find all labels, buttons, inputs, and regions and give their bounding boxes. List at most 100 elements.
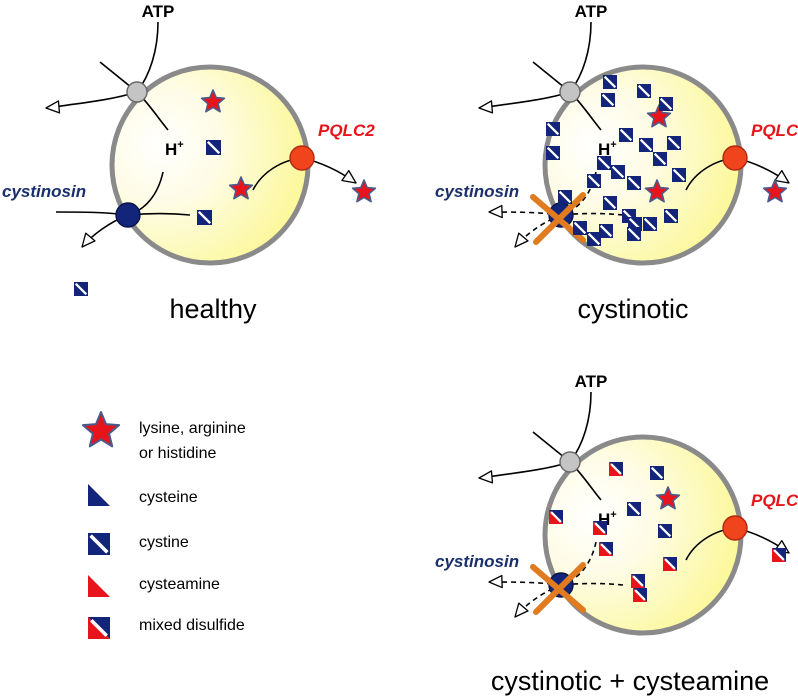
cystine-icon: [558, 190, 572, 204]
cystine-icon: [611, 165, 625, 179]
legend-label: mixed disulfide: [139, 617, 245, 634]
mixed-disulfide-icon: [633, 588, 647, 602]
atpase-pump: [559, 451, 581, 473]
pqlc2-transporter: [722, 515, 748, 541]
cystinosin-label: cystinosin: [2, 182, 86, 201]
blocked-x-icon: [530, 562, 586, 615]
mixed-disulfide-icon: [663, 557, 677, 571]
cystinosin-proton-line: [560, 171, 597, 216]
arrowhead-icon: [478, 100, 494, 114]
cystine-icon: [573, 221, 587, 235]
arrowhead-icon: [514, 602, 529, 618]
pqlc2-label: PQLC2: [751, 491, 798, 510]
pqlc2-label: PQLC2: [318, 121, 375, 140]
pqlc2-transporter: [722, 145, 748, 171]
cystine-icon: [664, 209, 678, 223]
atp-label: ATP: [575, 2, 608, 21]
cystine-icon: [597, 156, 611, 170]
cystine-icon: [599, 224, 613, 238]
legend-label: cysteamine: [139, 576, 220, 593]
star-icon: [81, 411, 121, 448]
mixed-disulfide-icon: [631, 574, 645, 588]
amino-acid-star-icon: [646, 104, 672, 128]
legend-label: lysine, arginine: [139, 420, 246, 437]
arrowhead-icon: [478, 470, 494, 484]
pump-out-line: [478, 461, 571, 479]
cystine-icon: [667, 136, 681, 150]
arrowhead-icon: [341, 169, 357, 184]
atp-label: ATP: [575, 372, 608, 391]
legend: lysine, arginine or histidine cysteine cyst…: [81, 411, 246, 639]
legend-label: or histidine: [139, 445, 216, 462]
amino-acid-star-icon: [351, 179, 377, 203]
proton-charge: +: [177, 139, 183, 151]
amino-acid-star-icon: [762, 179, 788, 203]
arrowhead-icon: [488, 204, 503, 219]
pump-out-line: [478, 91, 571, 109]
arrowhead-icon: [774, 169, 790, 184]
legend-item: lysine, arginine or histidine: [81, 411, 246, 462]
cystine-icon: [637, 84, 651, 98]
cystine-icon: [74, 282, 88, 296]
cystine-icon: [627, 502, 641, 516]
cystine-icon: [546, 146, 560, 160]
amino-acid-star-icon: [655, 486, 681, 510]
pump-out-line: [45, 91, 138, 109]
amino-acid-star-icon: [644, 179, 670, 203]
cystine-icon: [601, 93, 615, 107]
cystine-icon: [650, 466, 664, 480]
cystine-icon: [659, 97, 673, 111]
arrowhead-icon: [45, 100, 61, 114]
arrowhead-icon: [488, 574, 503, 589]
panel-caption-cystinotic: cystinotic: [577, 294, 688, 324]
cystine-icon: [587, 232, 601, 246]
cystine-icon: [627, 227, 641, 241]
cysteine-icon: [88, 484, 110, 506]
mixed-disulfide-icon: [599, 542, 613, 556]
cystinosin-proton-line: [560, 541, 597, 586]
cystine-icon: [603, 75, 617, 89]
mixed-disulfide-icon: [88, 617, 110, 639]
cystine-icon: [603, 196, 617, 210]
cystine-icon: [197, 210, 212, 225]
proton-charge: +: [610, 139, 616, 151]
atpase-pump: [559, 81, 581, 103]
mixed-disulfide-icon: [593, 521, 607, 535]
pqlc2-label: PQLC2: [751, 121, 798, 140]
atp-label: ATP: [142, 2, 175, 21]
cystinosin-label: cystinosin: [435, 552, 519, 571]
mixed-disulfide-icon: [549, 510, 563, 524]
amino-acid-star-icon: [200, 89, 226, 113]
cystine-icon: [643, 217, 657, 231]
pqlc2-transporter: [289, 145, 315, 171]
mixed-disulfide-icon: [772, 548, 786, 562]
cystine-icon: [206, 140, 221, 155]
panel-caption-healthy: healthy: [169, 294, 257, 324]
cystine-icon: [88, 533, 110, 555]
cysteamine-icon: [88, 575, 110, 597]
cystine-icon: [619, 128, 633, 142]
legend-label: cysteine: [139, 489, 198, 506]
legend-item: cystine: [88, 533, 189, 555]
legend-item: mixed disulfide: [88, 617, 245, 639]
proton-charge: +: [610, 509, 616, 521]
cystine-icon: [546, 122, 560, 136]
legend-item: cysteine: [88, 484, 198, 506]
cystinosin-label: cystinosin: [435, 182, 519, 201]
cystine-icon: [587, 174, 601, 188]
cystine-icon: [627, 176, 641, 190]
amino-acid-star-icon: [228, 176, 254, 200]
arrowhead-icon: [514, 232, 529, 248]
mixed-disulfide-icon: [609, 462, 623, 476]
cystine-icon: [653, 152, 667, 166]
cystine-icon: [639, 138, 653, 152]
cystinosin-transporter: [115, 202, 141, 228]
cystine-icon: [658, 524, 672, 538]
atpase-pump: [126, 81, 148, 103]
arrowhead-icon: [81, 232, 96, 248]
legend-item: cysteamine: [88, 575, 220, 597]
